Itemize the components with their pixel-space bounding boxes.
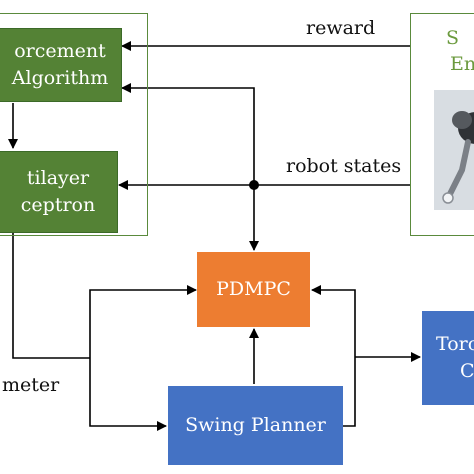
torque-controller-block: Toro C: [422, 311, 474, 405]
robot-states-label: robot states: [286, 155, 402, 177]
mlp-label-line2: ceptron: [20, 194, 96, 216]
swing-planner-label: Swing Planner: [185, 414, 326, 437]
torque-label-line2: C: [460, 360, 474, 382]
sim-label-line1: S: [446, 27, 460, 49]
learning-frame: [0, 13, 148, 236]
pdmpc-label: PDMPC: [216, 278, 291, 301]
swing-loop-to-pdmpc-arrow: [311, 285, 356, 427]
mlp-block: tilayer ceptron: [0, 151, 118, 233]
states-to-rl-arrow: [121, 83, 255, 185]
mlp-label-line1: tilayer: [26, 167, 90, 190]
rl-label-line2: Algorithm: [11, 67, 109, 89]
rl-algorithm-block: orcement Algorithm: [0, 28, 122, 102]
swing-planner-block: Swing Planner: [168, 386, 343, 465]
robot-arm-icon: [434, 90, 474, 210]
parameter-line: [12, 232, 90, 359]
parameter-to-swing-arrow: [89, 358, 167, 431]
reward-label: reward: [306, 17, 376, 39]
pdmpc-block: PDMPC: [197, 252, 310, 327]
robot-arm-drawing: [434, 90, 474, 210]
junction-dot: [249, 180, 259, 190]
simulation-frame: [410, 13, 474, 236]
torque-label-line1: Toro: [436, 333, 474, 356]
rl-label-line1: orcement: [14, 40, 106, 63]
parameter-to-pdmpc-arrow: [89, 285, 197, 358]
sim-label-line2: En: [450, 53, 474, 75]
simulation-environment: S En: [412, 15, 474, 232]
parameter-label: meter: [2, 374, 60, 396]
